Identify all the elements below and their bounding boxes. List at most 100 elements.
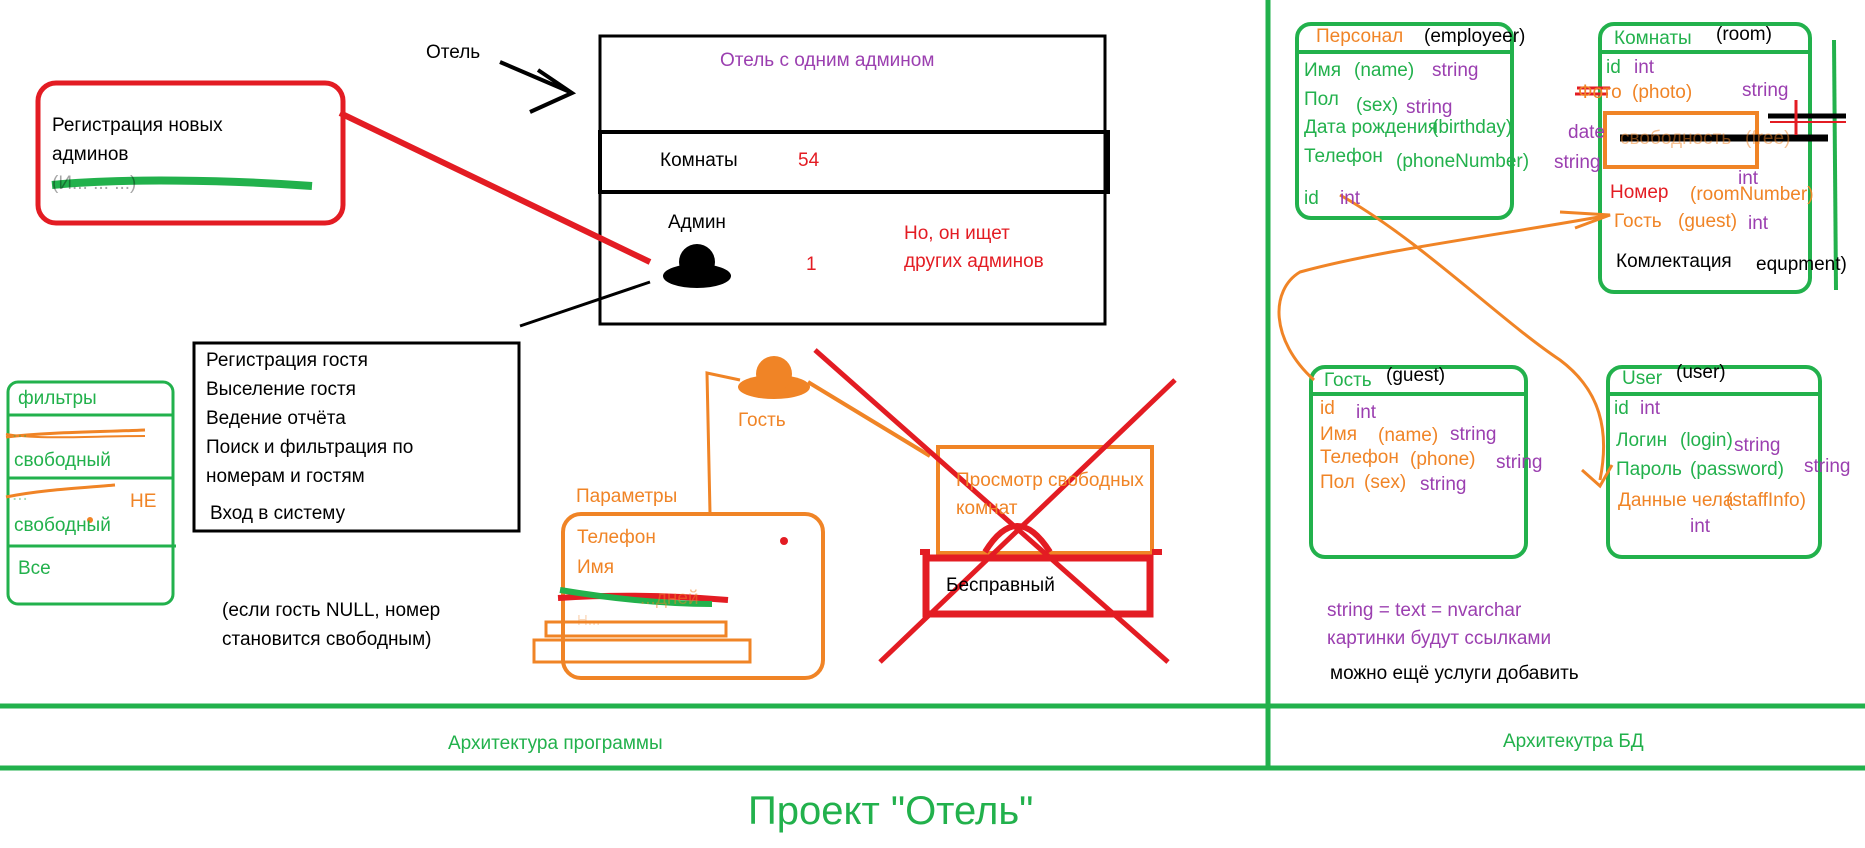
hotel-box-title: Отель с одним админом (720, 50, 935, 71)
field-type: int (1640, 398, 1661, 419)
field-type: int (1690, 516, 1711, 537)
admin-hat-icon (679, 244, 715, 280)
user-table (1606, 365, 1822, 559)
admin-function-item: Поиск и фильтрация по (206, 437, 414, 458)
field-type: int (1340, 188, 1361, 209)
admin-count: 1 (806, 254, 817, 275)
free-rooms-line: комнат (956, 498, 1018, 519)
field-name: id (1304, 188, 1319, 209)
admin-function-item: Ведение отчёта (206, 408, 346, 429)
admin-function-item: Вход в систему (210, 503, 346, 524)
field-type: int (1356, 402, 1377, 423)
user-table-title-en: (user) (1676, 362, 1726, 383)
field-name: Телефон (1304, 146, 1383, 167)
field-type: string (1406, 97, 1453, 118)
db-note: string = text = nvarchar (1327, 600, 1522, 621)
hotel-label: Отель (426, 42, 481, 63)
guest-hat-icon (756, 356, 792, 392)
field-name: Телефон (1320, 447, 1399, 468)
admin-note-line: Но, он ищет (904, 223, 1010, 244)
footer-db-label: Архитекутра БД (1503, 731, 1644, 752)
guest-table (1309, 365, 1528, 559)
field-name: Номер (1610, 182, 1669, 203)
field-type: int (1634, 57, 1655, 78)
field-name: Дата рождения (1304, 117, 1439, 138)
field-type: string (1804, 456, 1851, 477)
filters-box (6, 380, 175, 606)
db-note: картинки будут ссылками (1327, 628, 1552, 649)
admin-registration-box (35, 80, 346, 226)
field-name: Имя (1320, 424, 1358, 445)
admin-function-item: номерам и гостям (206, 466, 365, 487)
field-type: int (1748, 213, 1769, 234)
field-type: int (1738, 168, 1759, 189)
employee-table (1295, 22, 1514, 220)
field-type: string (1420, 474, 1467, 495)
field-en: (free) (1745, 128, 1791, 149)
filter-item: НЕ (130, 491, 157, 512)
field-name: свободность (1620, 128, 1732, 149)
employee-title: Персонал (1316, 26, 1404, 47)
field-en: (phone) (1410, 449, 1476, 470)
field-name: Данные чела (1618, 490, 1734, 511)
field-name: Комлектация (1616, 251, 1732, 272)
field-en: (login) (1680, 430, 1733, 451)
rooms-section (598, 130, 1110, 194)
field-type: string (1496, 452, 1543, 473)
field-type: date (1568, 122, 1605, 143)
field-type: string (1742, 80, 1789, 101)
room-table (1598, 22, 1812, 294)
hotel-arrow (499, 60, 577, 114)
field-en: (staffInfo) (1726, 490, 1806, 511)
admin-note-line: других админов (904, 251, 1044, 272)
db-note: можно ещё услуги добавить (1330, 663, 1579, 684)
user-table-title: User (1622, 368, 1663, 389)
admin-reg-line: (И... ... ...) (52, 173, 137, 194)
field-en: equpment) (1756, 254, 1847, 275)
field-en: (sex) (1356, 95, 1399, 116)
admin-functions-box (192, 341, 521, 533)
rooms-label: Комнаты (660, 150, 738, 171)
params-field: Имя (577, 557, 615, 578)
field-type: string (1432, 60, 1479, 81)
powerless-label: Бесправный (946, 575, 1055, 596)
field-name: Пол (1320, 472, 1355, 493)
field-en: (sex) (1364, 472, 1407, 493)
admin-reg-line: Регистрация новых (52, 115, 223, 136)
filters-title: фильтры (18, 388, 97, 409)
field-name: Имя (1304, 60, 1342, 81)
field-type: string (1734, 435, 1781, 456)
null-note-line: становится свободным) (222, 629, 432, 650)
guest-table-title-en: (guest) (1386, 365, 1446, 386)
params-field: ...дней (640, 588, 699, 609)
powerless-box (922, 554, 1154, 618)
field-name: id (1614, 398, 1629, 419)
footer-program-label: Архитектура программы (448, 733, 663, 754)
field-en: (name) (1378, 425, 1439, 446)
field-en: (photo) (1632, 82, 1693, 103)
field-type: string (1450, 424, 1497, 445)
params-field: Н... (577, 612, 601, 629)
field-en: (guest) (1678, 211, 1738, 232)
field-name: Логин (1616, 430, 1668, 451)
admin-function-item: Регистрация гостя (206, 350, 368, 371)
employee-title-en: (employeer) (1424, 26, 1526, 47)
connector-line (338, 110, 652, 265)
guest-table-title: Гость (1324, 370, 1372, 391)
project-title: Проект "Отель" (748, 789, 1034, 833)
admin-label: Админ (668, 212, 726, 233)
field-en: (name) (1354, 60, 1415, 81)
field-en: (phoneNumber) (1396, 151, 1530, 172)
field-name: Пол (1304, 89, 1339, 110)
filter-item: свободный (14, 450, 111, 471)
guest-label: Гость (738, 410, 786, 431)
filter-item: ... (12, 484, 28, 505)
field-name: Фото (1578, 82, 1622, 103)
field-name: Пароль (1616, 459, 1682, 480)
strike-scribble (51, 176, 313, 190)
null-note-line: (если гость NULL, номер (222, 600, 441, 621)
rooms-count: 54 (798, 150, 820, 171)
field-name: id (1320, 398, 1335, 419)
room-title: Комнаты (1614, 28, 1692, 49)
